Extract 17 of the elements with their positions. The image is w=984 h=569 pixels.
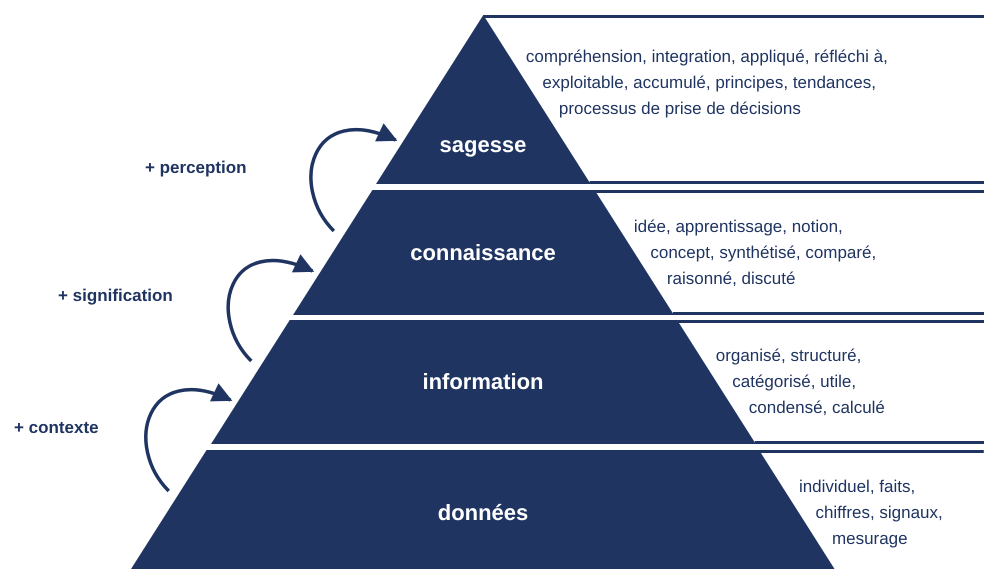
level-description: compréhension, integration, appliqué, réfléchi à, exploitable, accumulé, principes, tendances, processus de prise de décisions xyxy=(526,46,889,120)
pyramid-level xyxy=(210,320,984,444)
edge-label: + signification xyxy=(58,286,173,306)
pyramid-level xyxy=(131,450,984,569)
level-description: idée, apprentissage, notion, concept, synthétisé, comparé, raisonné, discuté xyxy=(634,216,878,290)
level-title: information xyxy=(422,369,544,395)
curved-arrow xyxy=(144,384,232,492)
pyramid-level xyxy=(376,15,984,184)
pyramid-level xyxy=(292,190,984,315)
level-description: organisé, structuré, catégorisé, utile, condensé, calculé xyxy=(716,345,886,419)
level-description: individuel, faits, chiffres, signaux, mesurage xyxy=(798,476,944,550)
level-title: connaissance xyxy=(410,240,556,266)
edge-label: + perception xyxy=(145,158,247,178)
level-title: données xyxy=(438,500,528,526)
curved-arrow xyxy=(309,124,398,232)
level-title: sagesse xyxy=(440,132,526,158)
curved-arrow xyxy=(226,255,314,362)
